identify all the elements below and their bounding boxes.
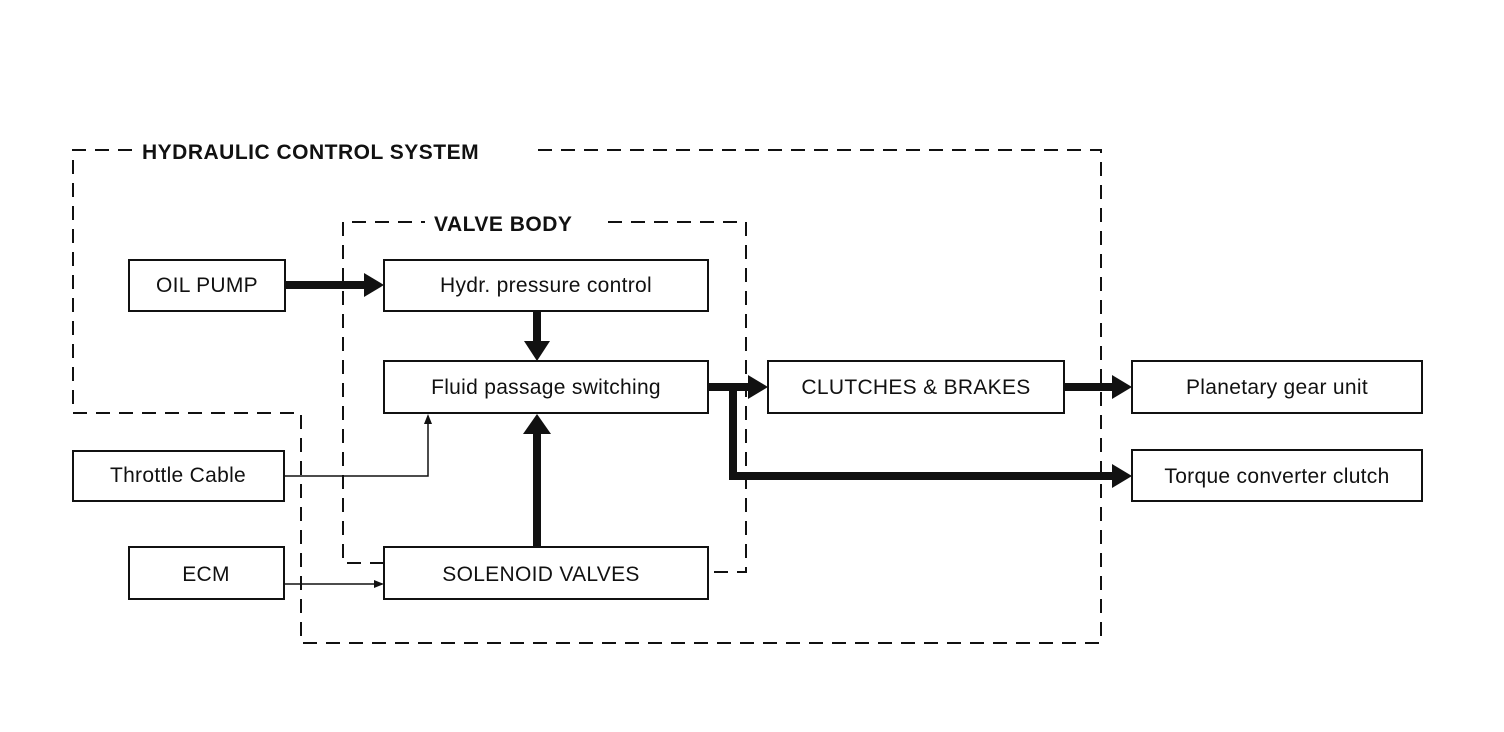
solenoid-valves-label: SOLENOID VALVES <box>442 563 639 586</box>
ecm-signal-arrowhead <box>374 580 384 588</box>
oil-pump-to-pressure-control-arrowhead <box>364 273 384 297</box>
solenoid-valves-node: SOLENOID VALVES <box>383 546 709 600</box>
clutches-to-planetary-arrowhead <box>1112 375 1132 399</box>
solenoid-to-switching-arrowhead <box>523 414 551 434</box>
pressure-control-to-switching-arrowhead <box>524 341 550 361</box>
switching-to-clutches-arrowhead <box>748 375 768 399</box>
hydraulic-control-system-label: HYDRAULIC CONTROL SYSTEM <box>142 141 479 164</box>
oil-pump-node: OIL PUMP <box>128 259 286 312</box>
oil-pump-label: OIL PUMP <box>156 274 258 297</box>
hydraulic-control-system-boundary <box>72 149 1102 644</box>
fluid-passage-switching-label: Fluid passage switching <box>431 376 661 399</box>
throttle-cable-label: Throttle Cable <box>110 464 246 487</box>
clutches-brakes-node: CLUTCHES & BRAKES <box>767 360 1065 414</box>
planetary-gear-unit-label: Planetary gear unit <box>1186 376 1368 399</box>
planetary-gear-unit-node: Planetary gear unit <box>1131 360 1423 414</box>
hydr-pressure-control-label: Hydr. pressure control <box>440 274 652 297</box>
clutches-brakes-label: CLUTCHES & BRAKES <box>801 376 1030 399</box>
throttle-cable-signal-arrowhead <box>424 414 432 424</box>
valve-body-label: VALVE BODY <box>434 213 572 236</box>
ecm-label: ECM <box>182 563 230 586</box>
valve-body-boundary <box>342 221 747 573</box>
switching-to-torque-converter-line <box>729 387 1114 480</box>
hydr-pressure-control-node: Hydr. pressure control <box>383 259 709 312</box>
torque-converter-clutch-label: Torque converter clutch <box>1164 465 1389 488</box>
throttle-cable-signal-line <box>284 423 429 477</box>
ecm-node: ECM <box>128 546 285 600</box>
torque-converter-clutch-node: Torque converter clutch <box>1131 449 1423 502</box>
fluid-passage-switching-node: Fluid passage switching <box>383 360 709 414</box>
throttle-cable-node: Throttle Cable <box>72 450 285 502</box>
switching-to-torque-converter-arrowhead <box>1112 464 1132 488</box>
